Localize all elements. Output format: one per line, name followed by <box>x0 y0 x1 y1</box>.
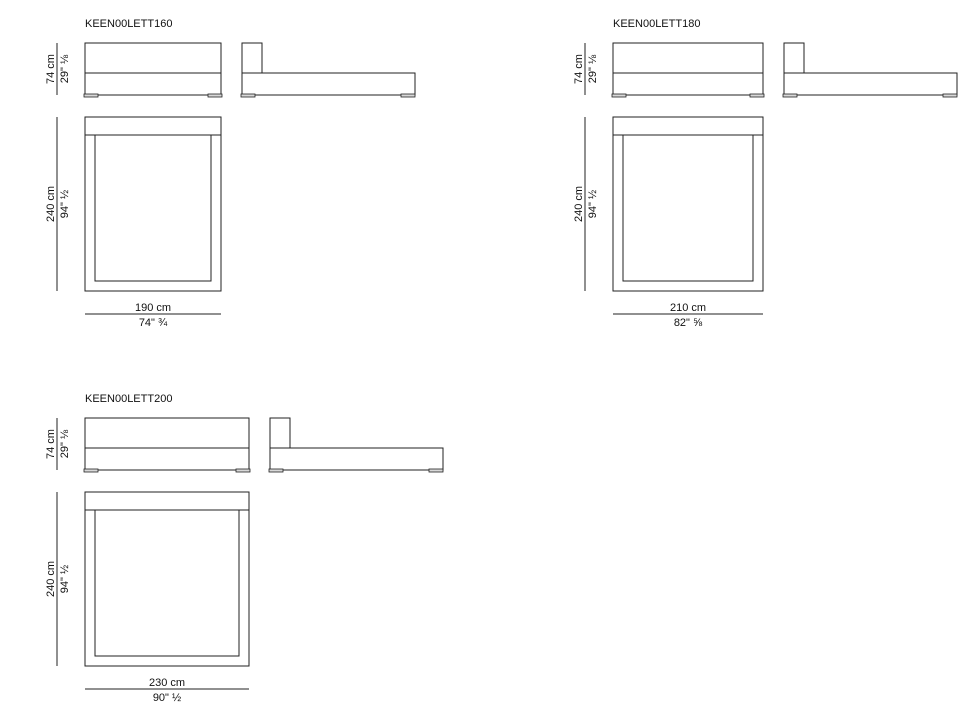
height-cm: 74 cm <box>45 429 57 459</box>
bed-base <box>783 72 958 96</box>
headboard <box>269 417 291 449</box>
length-cm: 240 cm <box>45 186 57 222</box>
width-cm: 230 cm <box>149 677 185 689</box>
width-cm: 190 cm <box>135 302 171 314</box>
side-view <box>268 417 444 473</box>
front-view <box>611 42 765 98</box>
mattress-area <box>94 509 240 657</box>
mattress-area <box>94 134 212 282</box>
leg <box>83 468 99 473</box>
leg <box>942 93 958 98</box>
front-view <box>83 417 251 473</box>
leg <box>782 93 798 98</box>
height-in: 29" ⅛ <box>587 54 599 83</box>
headboard <box>241 42 263 74</box>
leg <box>207 93 223 98</box>
plan-view <box>612 116 764 292</box>
length-in: 94" ½ <box>587 190 599 218</box>
model-code: KEEN00LETT180 <box>613 18 700 30</box>
leg <box>235 468 251 473</box>
mattress-area <box>622 134 754 282</box>
leg <box>749 93 765 98</box>
length-in: 94" ½ <box>59 565 71 593</box>
bed-base <box>241 72 416 96</box>
height-cm: 74 cm <box>45 54 57 84</box>
headboard <box>783 42 805 74</box>
width-cm: 210 cm <box>670 302 706 314</box>
leg <box>240 93 256 98</box>
model-code: KEEN00LETT160 <box>85 18 172 30</box>
leg <box>268 468 284 473</box>
width-in: 82" ⅝ <box>674 317 703 329</box>
height-in: 29" ⅛ <box>59 429 71 458</box>
leg <box>83 93 99 98</box>
length-cm: 240 cm <box>45 561 57 597</box>
leg <box>400 93 416 98</box>
side-view <box>782 42 958 98</box>
leg <box>428 468 444 473</box>
plan-view <box>84 116 222 292</box>
height-in: 29" ⅛ <box>59 54 71 83</box>
length-in: 94" ½ <box>59 190 71 218</box>
width-in: 74" ¾ <box>139 317 168 329</box>
front-view <box>83 42 223 98</box>
plan-view <box>84 491 250 667</box>
model-code: KEEN00LETT200 <box>85 393 172 405</box>
length-cm: 240 cm <box>573 186 585 222</box>
width-in: 90" ½ <box>153 692 181 704</box>
side-view <box>240 42 416 98</box>
leg <box>611 93 627 98</box>
bed-base <box>269 447 444 471</box>
height-cm: 74 cm <box>573 54 585 84</box>
